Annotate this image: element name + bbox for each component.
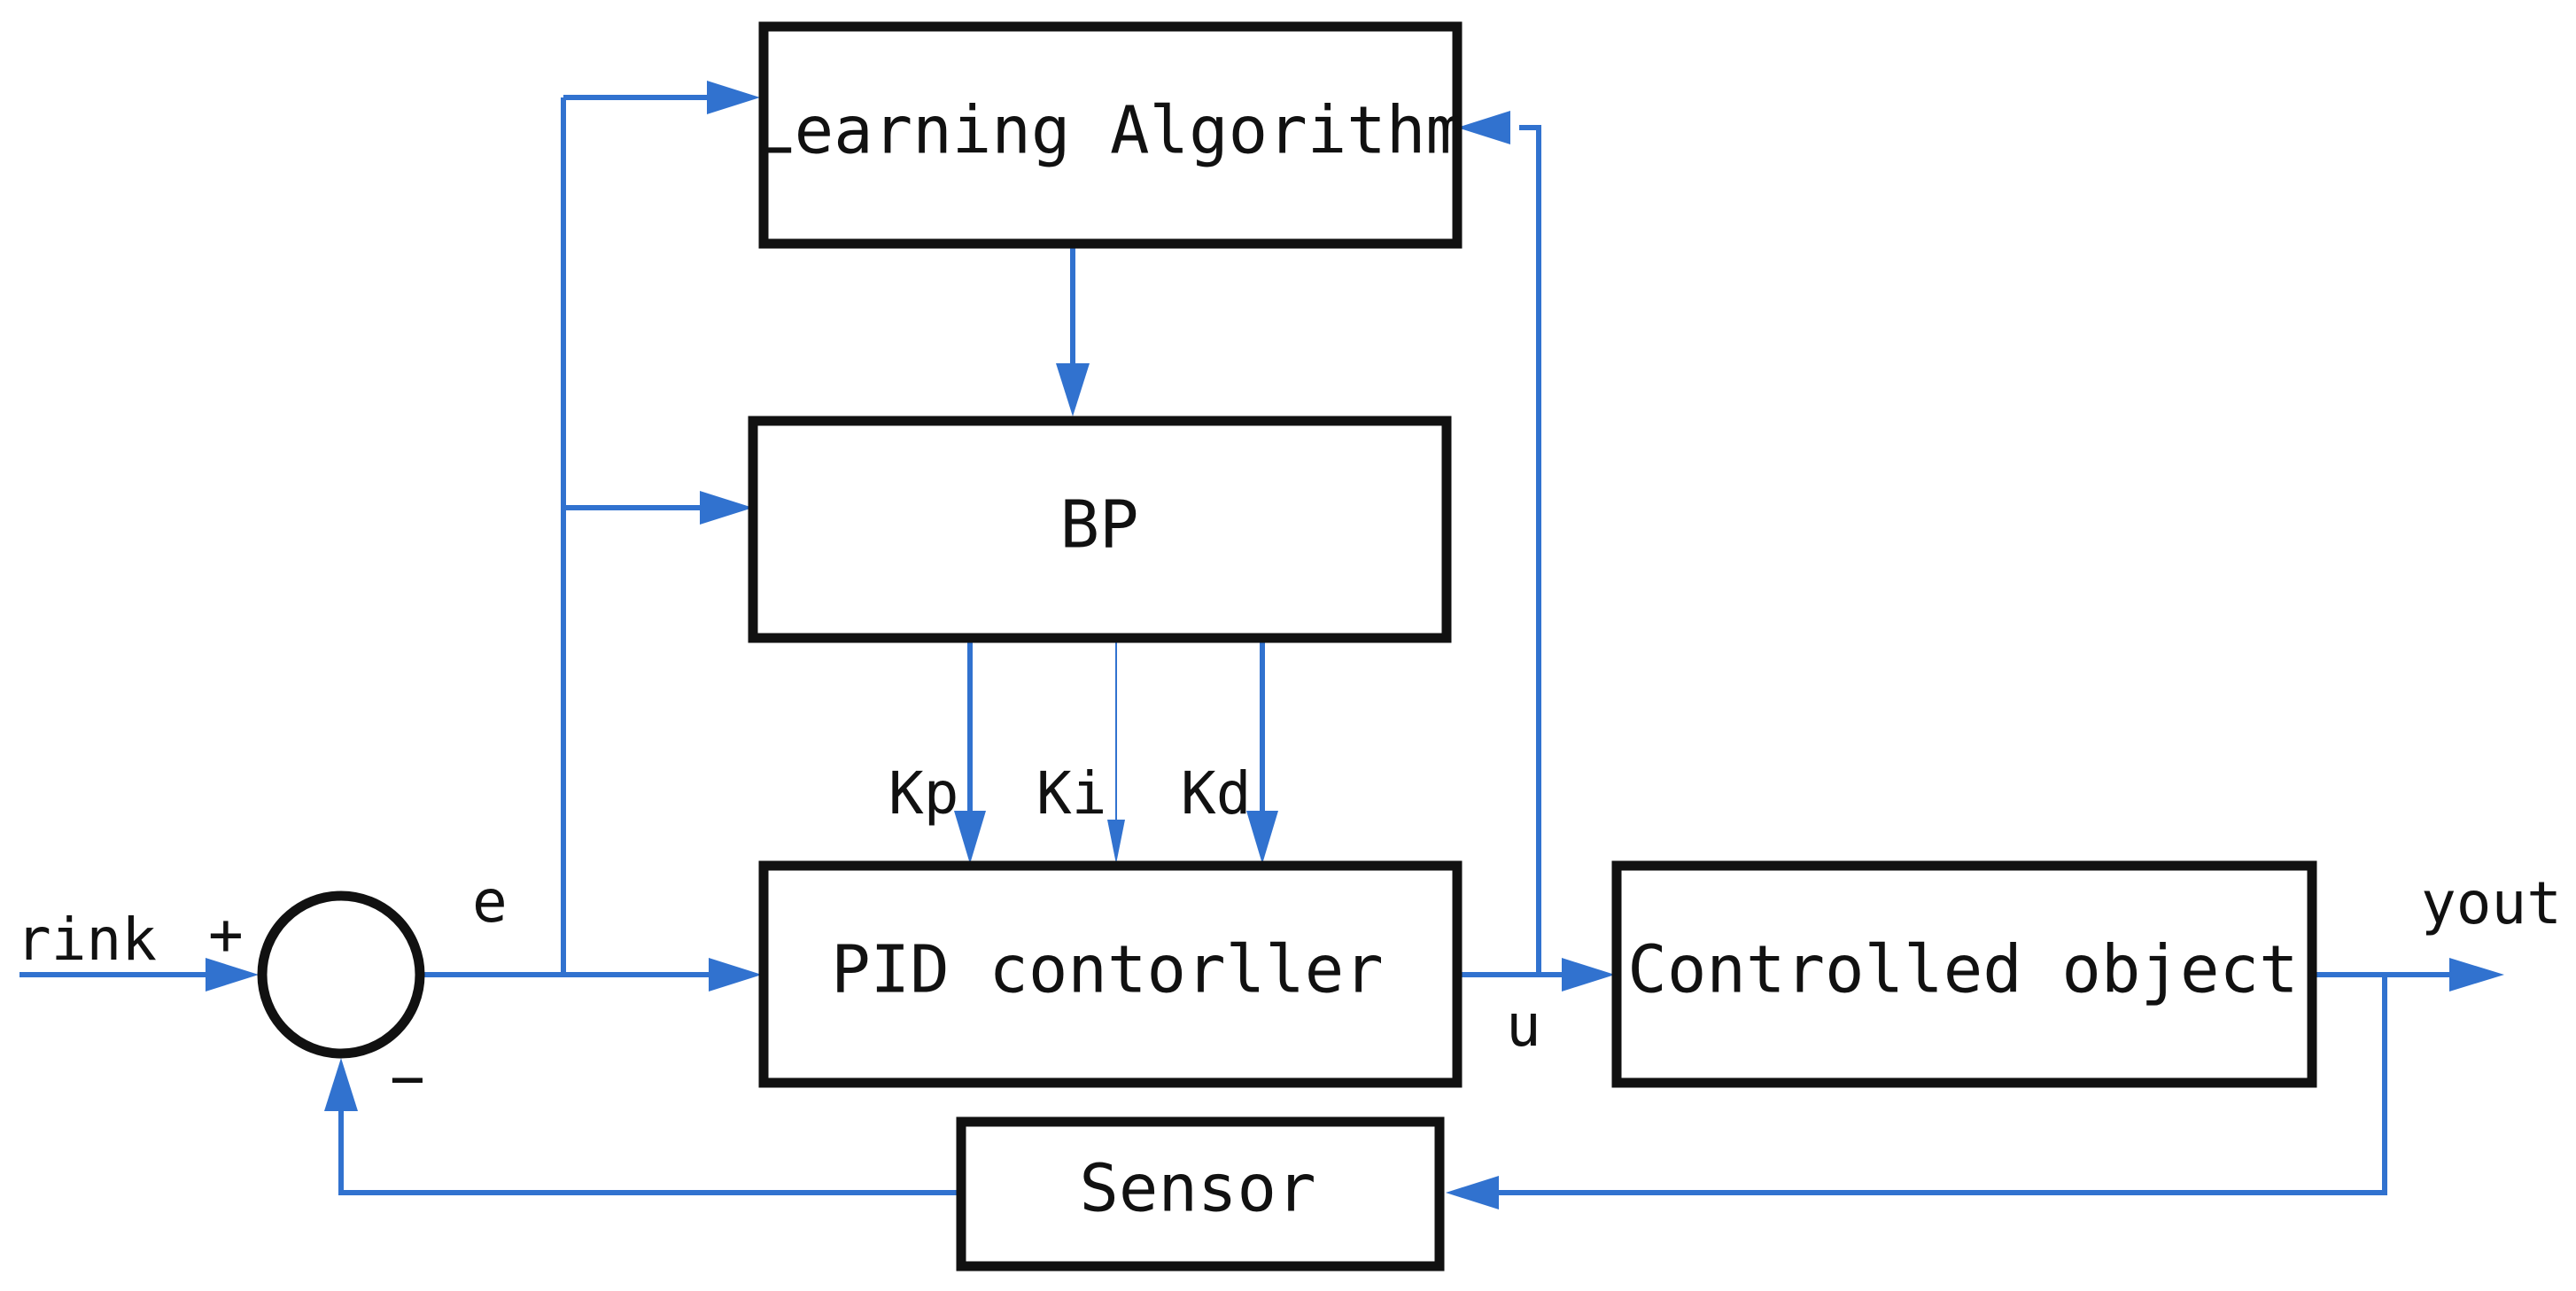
ki-arrowhead	[1107, 820, 1125, 864]
error-label: e	[472, 867, 508, 936]
learning-algorithm-box	[758, 21, 1463, 249]
controlled-object-box	[1611, 860, 2317, 1088]
input-arrowhead	[206, 958, 259, 992]
signal-labels: rink + − e Kp Ki Kd u yout	[16, 759, 2562, 1113]
connectors	[19, 95, 2454, 1195]
learning-algorithm-label: Learning Algorithm	[755, 93, 1465, 169]
arrowheads	[206, 81, 2504, 1209]
bp-label: BP	[1059, 487, 1138, 564]
learning-feedback-arrowhead	[1457, 111, 1510, 144]
sensor-box	[956, 1116, 1445, 1272]
input-label: rink	[16, 906, 157, 974]
output-to-sensor-line	[1497, 975, 2387, 1195]
error-arrowhead	[709, 958, 762, 992]
control-label: u	[1506, 992, 1541, 1060]
sensor-input-arrowhead	[1446, 1176, 1499, 1209]
kp-label: Kp	[888, 759, 958, 828]
pid-controller-box	[758, 860, 1463, 1088]
pid-controller-label: PID contorller	[831, 932, 1384, 1008]
learning-algorithm-block: Learning Algorithm	[755, 21, 1465, 249]
sensor-to-junction-line	[338, 1103, 961, 1195]
kd-arrowhead	[1246, 811, 1278, 864]
output-arrowhead	[2449, 958, 2504, 992]
junction-feedback-arrowhead	[324, 1058, 358, 1111]
bp-arrowhead	[1056, 363, 1090, 416]
kd-label: Kd	[1181, 759, 1251, 828]
controlled-object-label: Controlled object	[1627, 932, 2298, 1008]
sensor-block: Sensor	[956, 1116, 1445, 1272]
controlled-object-block: Controlled object	[1611, 860, 2317, 1088]
sensor-label: Sensor	[1079, 1151, 1315, 1227]
learning-input-arrowhead	[707, 81, 760, 114]
control-to-learning-line	[1519, 125, 1541, 975]
summing-junction	[257, 890, 425, 1059]
bp-box	[748, 416, 1452, 643]
minus-sign: −	[390, 1045, 425, 1113]
bp-input-arrowhead	[700, 491, 753, 525]
plus-sign: +	[208, 900, 244, 968]
ki-label: Ki	[1036, 759, 1106, 828]
pid-controller-block: PID contorller	[758, 860, 1463, 1088]
kp-arrowhead	[954, 811, 986, 864]
bp-block: BP	[748, 416, 1452, 643]
output-label: yout	[2421, 869, 2562, 937]
controlled-object-arrowhead	[1562, 958, 1615, 992]
